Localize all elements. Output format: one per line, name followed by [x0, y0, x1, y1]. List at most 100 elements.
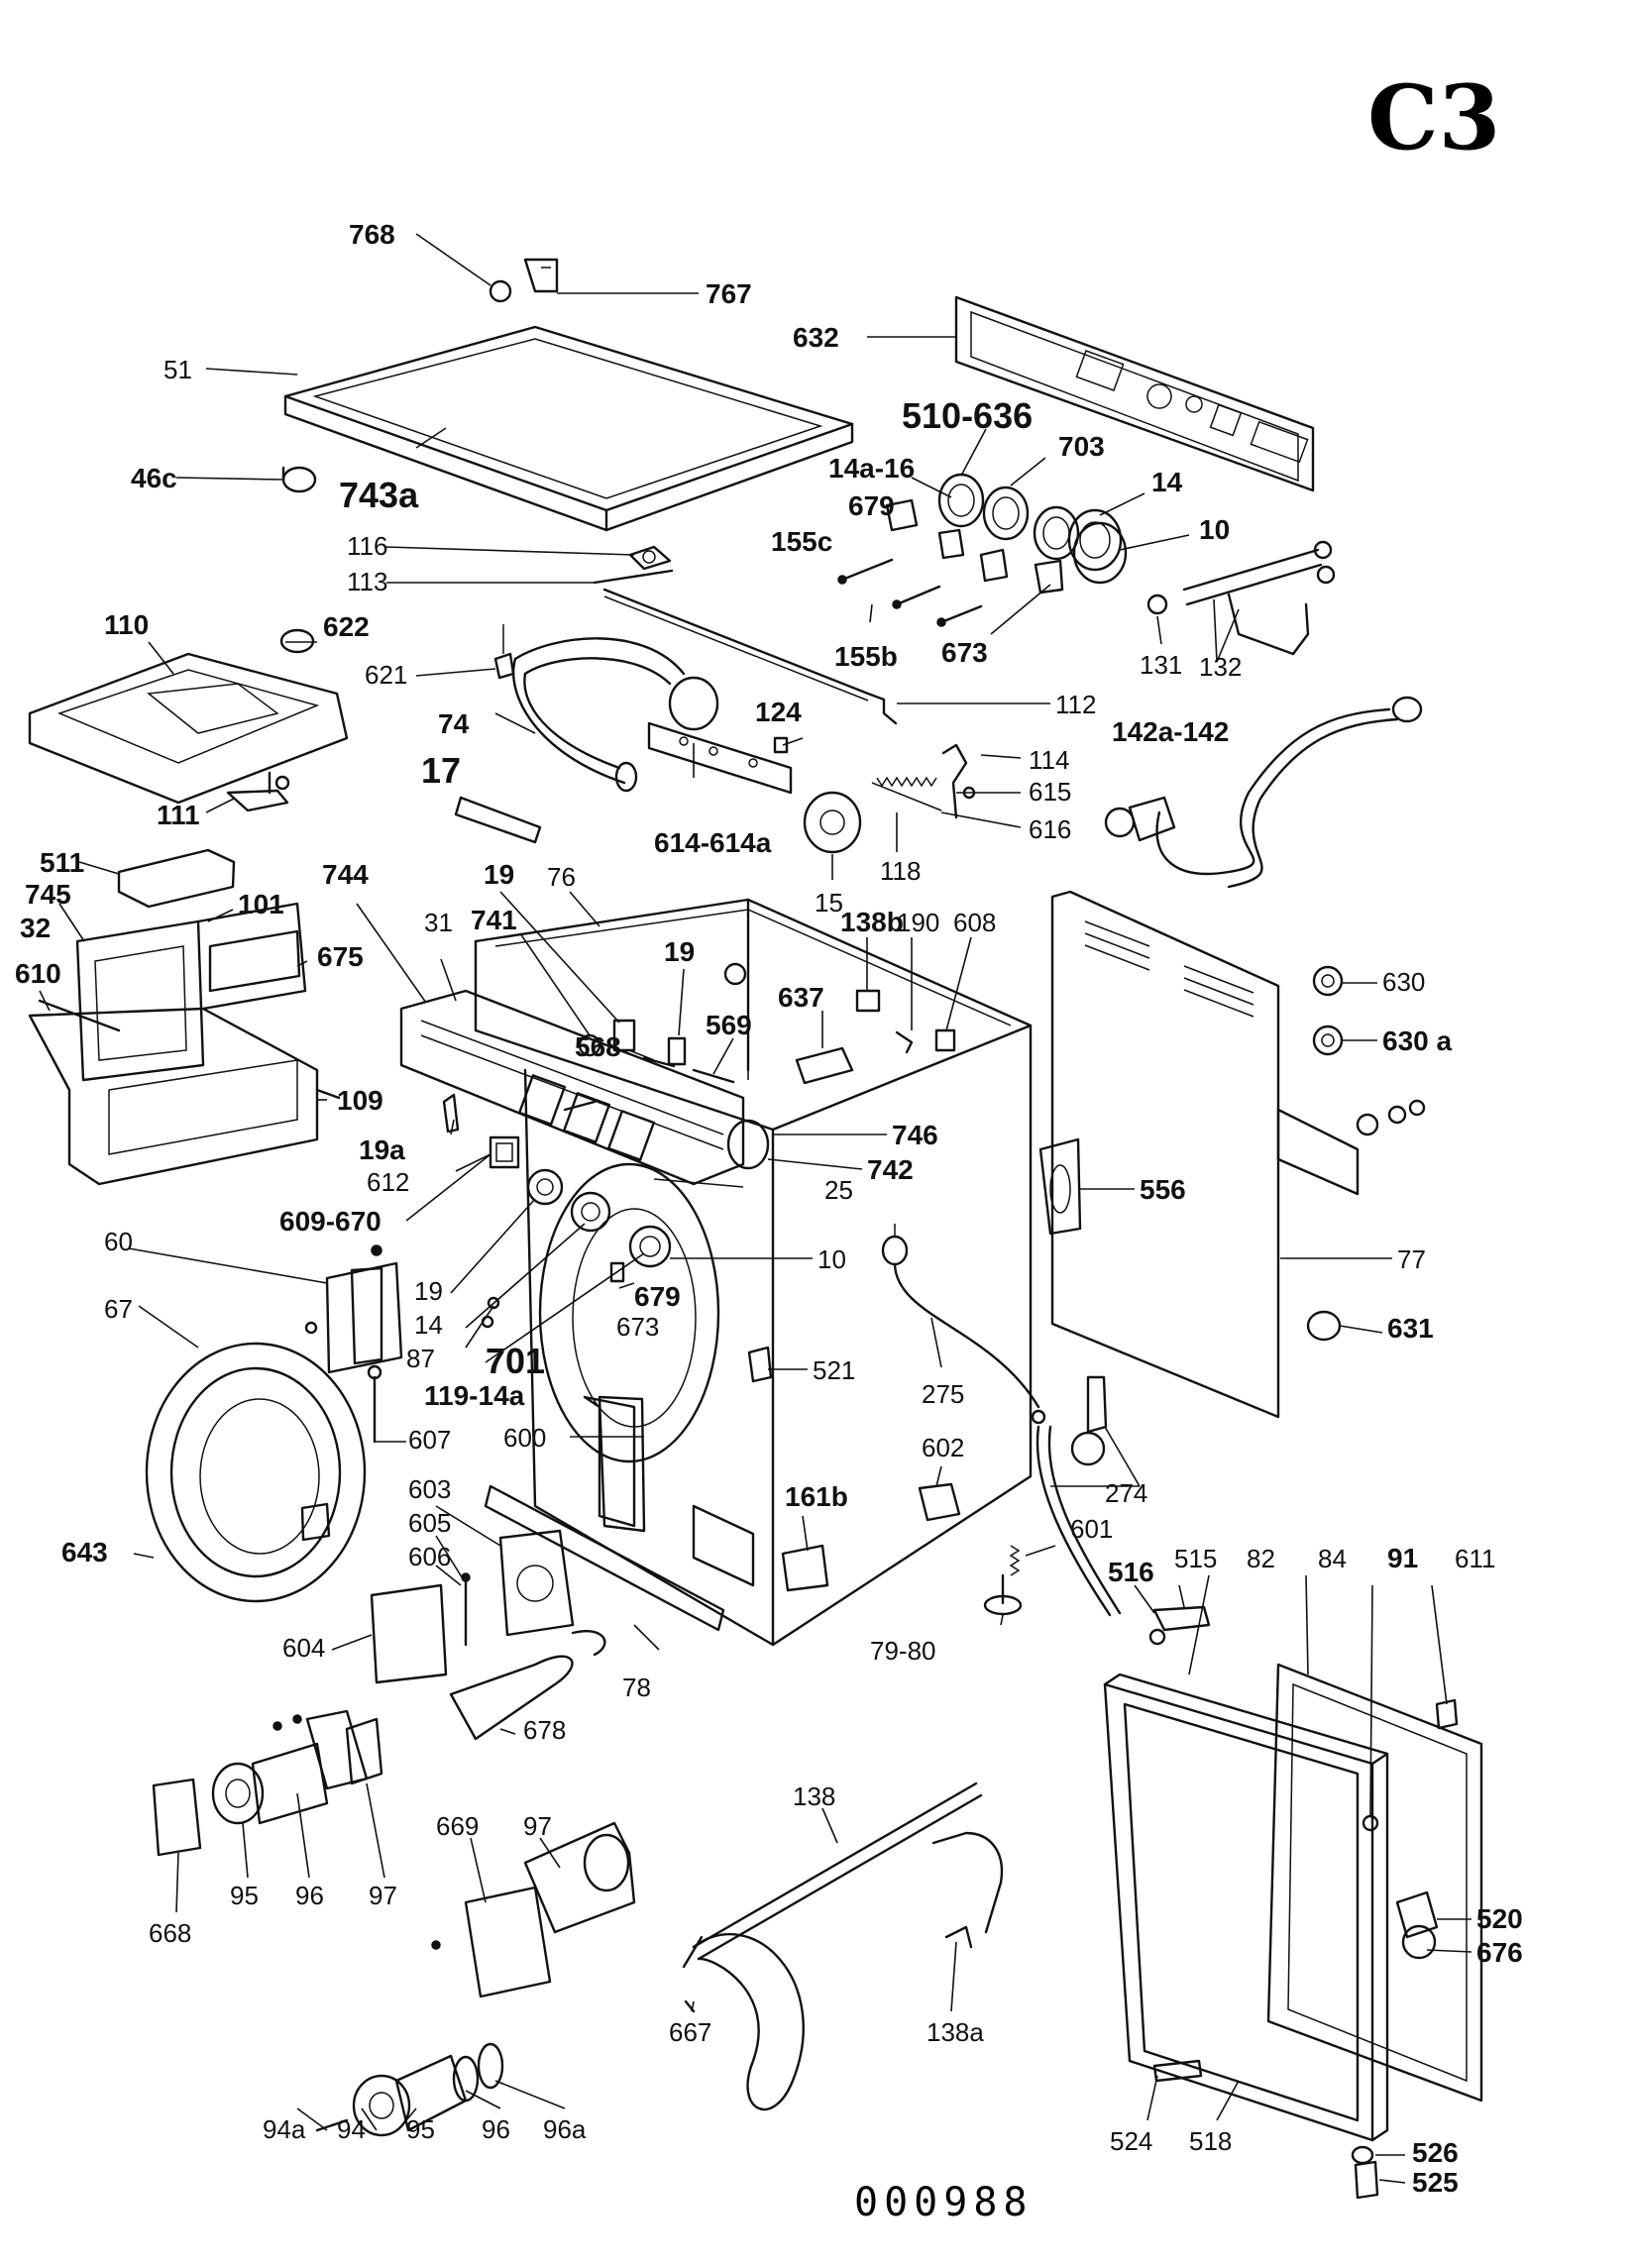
- callout-119-14a: 119-14a: [424, 1380, 525, 1411]
- callout-155c: 155c: [771, 526, 832, 557]
- callout-19: 19: [484, 859, 514, 890]
- callout-131: 131: [1140, 650, 1182, 680]
- part-602: [918, 1482, 961, 1522]
- callout-669: 669: [436, 1811, 479, 1841]
- part-17-plate: [454, 796, 542, 844]
- part-drawings: [28, 258, 1483, 2200]
- callout-768: 768: [349, 219, 395, 250]
- callout-679: 679: [848, 490, 895, 521]
- part-155-pins: [837, 558, 983, 627]
- callout-155b: 155b: [834, 641, 898, 672]
- part-19a-612: [442, 1093, 520, 1169]
- callout-630a: 630 a: [1382, 1026, 1452, 1056]
- callout-84: 84: [1318, 1544, 1347, 1573]
- callout-111: 111: [157, 800, 200, 830]
- part-84-back-frame: [1266, 1663, 1483, 2103]
- callout-95: 95: [230, 1881, 259, 1910]
- part-668: [152, 1778, 202, 1857]
- callout-678: 678: [523, 1715, 566, 1745]
- callout-668: 668: [149, 1918, 191, 1948]
- callout-606: 606: [408, 1542, 451, 1571]
- callout-521: 521: [813, 1355, 855, 1385]
- part-138-drain-hose: [682, 1782, 1004, 2111]
- callout-602: 602: [922, 1433, 964, 1462]
- part-274-hose: [1031, 1375, 1122, 1617]
- callout-568: 568: [575, 1031, 621, 1062]
- callout-97-b: 97: [523, 1811, 552, 1841]
- callout-608: 608: [953, 908, 996, 937]
- callout-10: 10: [1199, 514, 1230, 545]
- callout-82: 82: [1247, 1544, 1275, 1573]
- callout-96-b: 96: [482, 2114, 510, 2144]
- callout-621: 621: [365, 660, 407, 690]
- part-114-118-spring: [871, 743, 976, 819]
- part-87-small-fixings: [481, 1296, 500, 1329]
- part-524-526-525: [1152, 2059, 1379, 2200]
- callout-142a-142: 142a-142: [1112, 716, 1229, 747]
- sheet-code: C3: [1367, 65, 1500, 170]
- callout-676: 676: [1476, 1937, 1523, 1968]
- part-cabinet-top-internals: [578, 989, 956, 1085]
- callout-78: 78: [622, 1673, 651, 1702]
- callout-679-b: 679: [634, 1281, 681, 1312]
- callout-74: 74: [438, 708, 470, 739]
- callout-14-b: 14: [414, 1310, 443, 1340]
- callout-703: 703: [1058, 431, 1105, 462]
- part-614-switch-strip: [647, 721, 793, 795]
- callout-511: 511: [40, 847, 84, 878]
- callout-114: 114: [1029, 745, 1069, 775]
- callout-112: 112: [1055, 690, 1096, 719]
- part-630: [1276, 965, 1426, 1196]
- part-112-rod: [602, 588, 898, 725]
- callout-94: 94: [337, 2114, 366, 2144]
- callout-17: 17: [421, 750, 461, 791]
- part-control-fascia: [399, 989, 770, 1186]
- part-275-hose: [881, 1224, 1040, 1409]
- callout-610: 610: [15, 958, 61, 989]
- callout-603: 603: [408, 1474, 451, 1504]
- part-621-74-hose: [493, 624, 719, 793]
- callout-118: 118: [880, 856, 921, 886]
- callout-138: 138: [793, 1782, 835, 1811]
- part-pump-upper: [211, 1709, 383, 1825]
- callout-741: 741: [471, 905, 517, 935]
- callout-77: 77: [1397, 1244, 1426, 1274]
- callout-190: 190: [897, 908, 939, 937]
- callout-19-c: 19: [414, 1276, 443, 1306]
- callout-701: 701: [486, 1341, 545, 1381]
- callout-510-636: 510-636: [902, 395, 1033, 436]
- callout-96a: 96a: [543, 2114, 587, 2144]
- callout-637: 637: [778, 982, 824, 1013]
- part-fascia-knobs: [526, 1168, 672, 1283]
- callout-609-670: 609-670: [279, 1206, 382, 1237]
- callout-32: 32: [20, 913, 51, 943]
- callout-520: 520: [1476, 1903, 1523, 1934]
- callout-743a: 743a: [339, 475, 419, 515]
- part-607-pin: [367, 1364, 382, 1444]
- callout-518: 518: [1189, 2126, 1232, 2156]
- callout-673: 673: [941, 637, 988, 668]
- part-116-113: [593, 545, 674, 585]
- callout-675: 675: [317, 941, 364, 972]
- callout-601: 601: [1070, 1514, 1113, 1544]
- callout-46c: 46c: [131, 463, 177, 493]
- callout-124: 124: [755, 697, 802, 727]
- part-768-767: [489, 258, 559, 303]
- callout-25: 25: [824, 1175, 853, 1205]
- part-131-132: [1146, 540, 1336, 656]
- drawing-number: 000988: [854, 2180, 1034, 2225]
- callout-91: 91: [1387, 1543, 1418, 1573]
- callout-274: 274: [1105, 1478, 1147, 1508]
- callout-667: 667: [669, 2017, 711, 2047]
- callout-95-b: 95: [406, 2114, 435, 2144]
- callout-600: 600: [503, 1423, 546, 1453]
- callout-615: 615: [1029, 777, 1071, 807]
- callout-607: 607: [408, 1425, 451, 1455]
- callout-767: 767: [706, 278, 752, 309]
- callout-616: 616: [1029, 814, 1071, 844]
- part-110-dispenser-cover: [28, 628, 349, 805]
- part-pump-lower: [315, 1821, 636, 2137]
- part-67-door: [145, 1342, 367, 1603]
- callout-10-b: 10: [818, 1244, 846, 1274]
